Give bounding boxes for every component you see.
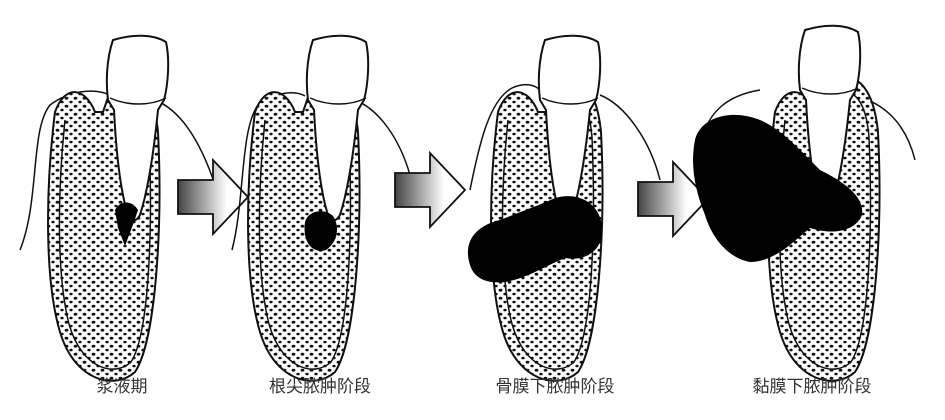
periapical-abscess — [304, 211, 338, 251]
periapical-lesion — [115, 202, 138, 246]
subperiosteal-abscess — [467, 196, 603, 283]
submucosal-abscess — [693, 114, 863, 262]
stage-label-subperiosteal-abscess: 骨膜下脓肿阶段 — [495, 377, 615, 397]
stage-label-serous: 浆液期 — [96, 377, 148, 397]
right-arrow-icon — [177, 157, 250, 237]
stage-label-periapical-abscess: 根尖脓肿阶段 — [269, 377, 371, 397]
stage-label-submucosal-abscess: 黏膜下脓肿阶段 — [752, 377, 872, 397]
right-arrow-icon — [637, 159, 710, 239]
stage-1-serous — [19, 34, 216, 382]
stage-3-subperiosteal-abscess — [467, 34, 661, 382]
right-arrow-icon — [394, 150, 467, 230]
stage-2-periapical-abscess — [231, 34, 411, 382]
stage-4-submucosal-abscess — [693, 24, 916, 382]
